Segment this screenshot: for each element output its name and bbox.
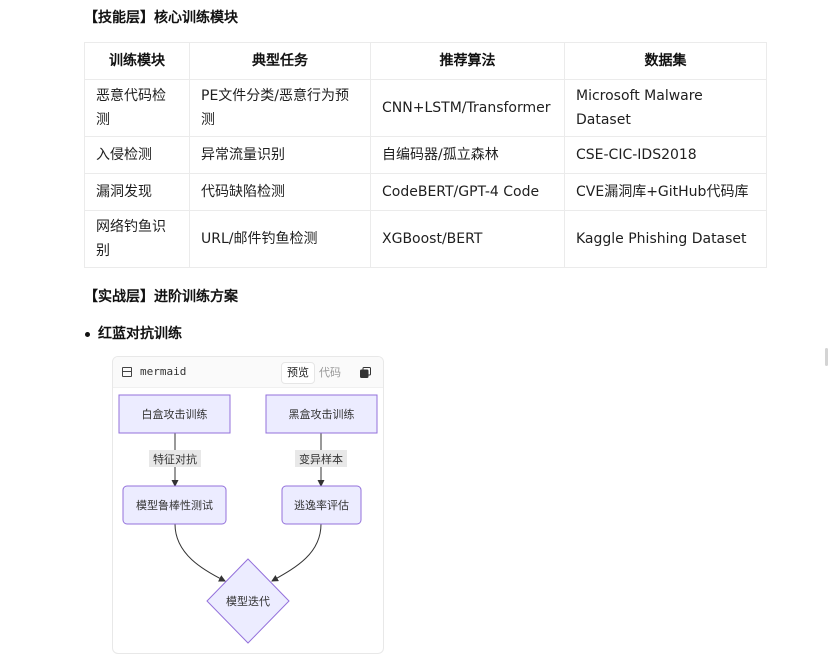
flowchart-diagram: 特征对抗 变异样本 白盒攻击训练 黑盒攻击训练 模型鲁棒性测试 逃逸率评估 模型… — [118, 394, 378, 644]
edge-label-bg — [295, 450, 347, 467]
node-label: 黑盒攻击训练 — [289, 407, 355, 421]
node-box — [122, 485, 227, 525]
table-cell-dataset: Kaggle Phishing Dataset — [564, 210, 767, 268]
bullet-dot-icon — [85, 332, 90, 337]
tab-preview[interactable]: 预览 — [281, 362, 315, 384]
edge-label-feature-adversarial: 特征对抗 — [149, 450, 201, 467]
column-header: 典型任务 — [189, 42, 371, 80]
table-cell-module: 漏洞发现 — [84, 173, 190, 211]
node-iterate: 模型迭代 — [206, 558, 290, 644]
edge-robustness-iterate — [174, 523, 226, 582]
table-cell-dataset: Microsoft Malware Dataset — [564, 79, 767, 137]
node-box — [118, 394, 231, 434]
combat-layer-heading: 【实战层】进阶训练方案 — [84, 289, 238, 305]
table-row: 网络钓鱼识别 URL/邮件钓鱼检测 XGBoost/BERT Kaggle Ph… — [84, 210, 767, 268]
table-cell-task: 代码缺陷检测 — [189, 173, 371, 211]
page-scrollbar-thumb[interactable] — [825, 348, 828, 366]
red-blue-training-bullet: 红蓝对抗训练 — [85, 324, 182, 344]
table-cell-dataset: CSE-CIC-IDS2018 — [564, 136, 767, 174]
code-language-label: mermaid — [140, 365, 187, 378]
table-cell-algorithm: XGBoost/BERT — [370, 210, 565, 268]
tab-code[interactable]: 代码 — [319, 366, 341, 379]
edge-label-text: 特征对抗 — [153, 452, 197, 466]
table-cell-algorithm: 自编码器/孤立森林 — [370, 136, 565, 174]
skills-layer-heading: 【技能层】核心训练模块 — [84, 10, 238, 26]
table-header-row: 训练模块 典型任务 推荐算法 数据集 — [84, 42, 767, 80]
copy-icon[interactable] — [360, 367, 371, 378]
column-header: 数据集 — [564, 42, 767, 80]
code-card-header: mermaid 预览 代码 — [113, 357, 383, 388]
table-row: 入侵检测 异常流量识别 自编码器/孤立森林 CSE-CIC-IDS2018 — [84, 136, 767, 174]
column-header: 推荐算法 — [370, 42, 565, 80]
table-cell-module: 恶意代码检测 — [84, 79, 190, 137]
node-box — [265, 394, 378, 434]
node-blackbox: 黑盒攻击训练 — [265, 394, 378, 434]
edge-label-mutated-samples: 变异样本 — [295, 450, 347, 467]
node-robustness: 模型鲁棒性测试 — [122, 485, 227, 525]
bullet-text: 红蓝对抗训练 — [98, 326, 182, 342]
node-whitebox: 白盒攻击训练 — [118, 394, 231, 434]
node-evasion: 逃逸率评估 — [281, 485, 362, 525]
table-cell-algorithm: CodeBERT/GPT-4 Code — [370, 173, 565, 211]
node-label: 逃逸率评估 — [294, 498, 349, 512]
table-cell-task: URL/邮件钓鱼检测 — [189, 210, 371, 268]
table-row: 漏洞发现 代码缺陷检测 CodeBERT/GPT-4 Code CVE漏洞库+G… — [84, 173, 767, 211]
edge-label-text: 变异样本 — [299, 452, 343, 466]
edge-label-bg — [149, 450, 201, 467]
table-row: 恶意代码检测 PE文件分类/恶意行为预测 CNN+LSTM/Transforme… — [84, 79, 767, 137]
table-cell-task: 异常流量识别 — [189, 136, 371, 174]
node-box — [281, 485, 362, 525]
table-cell-task: PE文件分类/恶意行为预测 — [189, 79, 371, 137]
edge-evasion-iterate — [271, 523, 322, 582]
table-cell-algorithm: CNN+LSTM/Transformer — [370, 79, 565, 137]
node-diamond — [206, 558, 290, 644]
table-cell-dataset: CVE漏洞库+GitHub代码库 — [564, 173, 767, 211]
training-modules-table: 训练模块 典型任务 推荐算法 数据集 恶意代码检测 PE文件分类/恶意行为预测 … — [84, 42, 767, 268]
code-block-icon — [122, 367, 132, 377]
node-label: 白盒攻击训练 — [142, 407, 208, 421]
table-cell-module: 入侵检测 — [84, 136, 190, 174]
mermaid-code-card: mermaid 预览 代码 特征对抗 变异样本 — [112, 356, 384, 654]
node-label: 模型鲁棒性测试 — [136, 498, 213, 512]
column-header: 训练模块 — [84, 42, 190, 80]
node-label: 模型迭代 — [226, 594, 270, 608]
table-cell-module: 网络钓鱼识别 — [84, 210, 190, 268]
